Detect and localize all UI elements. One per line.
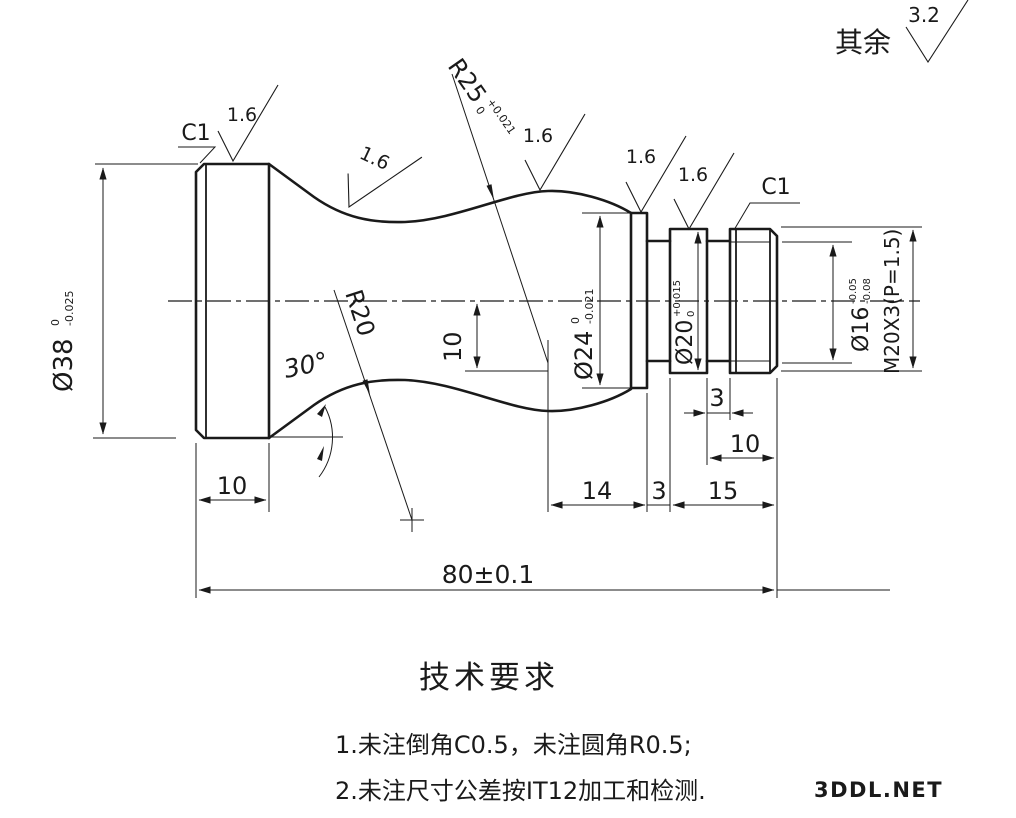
dim-d24: Ø24 0 -0.021 bbox=[569, 289, 598, 380]
land-d24 bbox=[629, 211, 649, 390]
roughness-icon bbox=[217, 84, 279, 163]
dim-overall-80: 80±0.1 bbox=[442, 560, 535, 589]
roughness-icon bbox=[625, 135, 687, 214]
dim-d38-label: Ø38 bbox=[49, 338, 79, 392]
dim-d24-label: Ø24 bbox=[570, 331, 598, 380]
leaders bbox=[178, 73, 800, 532]
r25-leader bbox=[451, 73, 549, 364]
dim-r20: R20 bbox=[339, 286, 380, 340]
angle-arrow-bottom bbox=[317, 446, 324, 461]
dim-d24-tol-low: -0.021 bbox=[583, 289, 596, 324]
dim-d38-tol-up: 0 bbox=[49, 319, 62, 326]
dim-d20-label: Ø20 bbox=[673, 320, 698, 365]
dimension-lines bbox=[99, 167, 917, 594]
dim-3a: 3 bbox=[651, 477, 666, 505]
watermark-text: 3DDL.NET bbox=[814, 778, 943, 802]
roughness-value: 1.6 bbox=[626, 146, 656, 168]
r25-arrow bbox=[486, 184, 494, 200]
roughness-value: 1.6 bbox=[678, 164, 708, 186]
dim-d24-tol-up: 0 bbox=[569, 317, 582, 324]
rest-label: 其余 bbox=[835, 26, 891, 59]
dim-10b: 10 bbox=[730, 430, 761, 458]
contour-top bbox=[267, 162, 633, 224]
dim-d16-tol-up: -0.05 bbox=[848, 278, 859, 304]
roughness-icon bbox=[347, 156, 423, 209]
dim-15: 15 bbox=[708, 477, 739, 505]
dim-14: 14 bbox=[582, 477, 613, 505]
tech-line-1: 1.未注倒角C0.5，未注圆角R0.5; bbox=[335, 731, 692, 759]
land-d20 bbox=[668, 227, 709, 375]
dim-d20-tol-up: +0.015 bbox=[672, 280, 683, 317]
roughness-value: 1.6 bbox=[356, 142, 393, 175]
chamfer-left-label: C1 bbox=[181, 121, 210, 146]
roughness-icon bbox=[524, 113, 586, 192]
dim-flange-10: 10 bbox=[217, 472, 248, 500]
dim-r25-label: R25 bbox=[442, 53, 492, 108]
dim-r20-label: R20 bbox=[339, 286, 380, 340]
roughness-icon bbox=[905, 0, 969, 64]
dim-d16-tol-low: -0.08 bbox=[862, 278, 873, 304]
dim-thread: M20X3(P=1.5) bbox=[880, 229, 904, 374]
dim-d20-tol-low: 0 bbox=[686, 311, 697, 317]
part-profile bbox=[168, 162, 920, 440]
dim-v10: 10 bbox=[439, 331, 467, 362]
dim-d16-label: Ø16 bbox=[849, 307, 874, 352]
dim-angle-label: 30° bbox=[281, 346, 330, 384]
tech-line-2: 2.未注尺寸公差按IT12加工和检测. bbox=[335, 777, 706, 805]
roughness-value: 1.6 bbox=[227, 104, 257, 126]
roughness-value: 1.6 bbox=[523, 125, 553, 147]
extension-lines bbox=[93, 163, 922, 598]
dim-r25: R25 +0.021 0 bbox=[442, 53, 518, 137]
dim-d20: Ø20 +0.015 0 bbox=[672, 280, 698, 365]
dim-3b: 3 bbox=[709, 384, 724, 412]
dim-r25-tol-up: +0.021 bbox=[484, 96, 518, 137]
contour-bottom bbox=[267, 378, 633, 440]
dim-v10-label: 10 bbox=[439, 331, 467, 362]
dim-d38-tol-low: -0.025 bbox=[63, 291, 76, 326]
dim-d16: Ø16 -0.05 -0.08 bbox=[848, 278, 874, 352]
roughness-icon bbox=[673, 152, 735, 231]
technical-requirements: 技术要求 1.未注倒角C0.5，未注圆角R0.5; 2.未注尺寸公差按IT12加… bbox=[335, 660, 706, 805]
angle-arrow-top bbox=[317, 404, 326, 417]
angle-arc bbox=[318, 406, 334, 478]
tech-title: 技术要求 bbox=[419, 660, 559, 696]
general-roughness-note: 其余 3.2 bbox=[835, 0, 969, 64]
rest-ra-value: 3.2 bbox=[908, 3, 940, 27]
r20-arrow bbox=[362, 379, 370, 395]
chamfer-right-leader bbox=[733, 202, 800, 231]
chamfer-right-label: C1 bbox=[761, 175, 790, 200]
r20-leader bbox=[333, 289, 413, 521]
chamfer-left-leader bbox=[178, 146, 217, 164]
dim-r25-tol-low: 0 bbox=[473, 104, 488, 117]
dim-d38: Ø38 0 -0.025 bbox=[49, 291, 79, 392]
dim-thread-label: M20X3(P=1.5) bbox=[880, 229, 904, 374]
